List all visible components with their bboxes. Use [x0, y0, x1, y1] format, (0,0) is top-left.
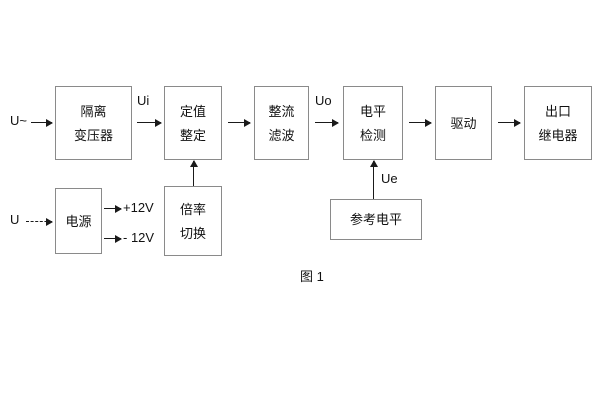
arrow-dc-to-power-supply [26, 218, 53, 226]
block-multiplier-switch: 倍率 切换 [164, 186, 222, 256]
block-drive-line1: 驱动 [450, 115, 477, 131]
block-power-supply: 电源 [55, 188, 102, 254]
block-output-relay-line2: 继电器 [538, 127, 578, 143]
arrow-reference-level-to-level-detect [369, 160, 378, 199]
block-multiplier-switch-line1: 倍率 [179, 201, 206, 217]
block-isolation-transformer-line1: 隔离 [80, 103, 107, 119]
block-isolation-transformer: 隔离 变压器 [55, 86, 132, 160]
signal-label-uo: Uo [315, 93, 332, 108]
arrow-level-detect-to-drive [409, 118, 432, 127]
arrow-setpoint-adjust-to-rectify-filter [228, 118, 251, 127]
arrow-ac-to-isolation-transformer [31, 118, 53, 127]
input-label-ac: U~ [10, 113, 27, 128]
block-setpoint-adjust-line2: 整定 [179, 127, 206, 143]
block-reference-level: 参考电平 [330, 199, 422, 240]
arrow-drive-to-output-relay [498, 118, 521, 127]
arrow-power-supply-positive-rail [104, 204, 122, 213]
block-setpoint-adjust-line1: 定值 [179, 103, 206, 119]
arrow-rectify-filter-to-level-detect [315, 118, 339, 127]
block-output-relay-line1: 出口 [544, 103, 571, 119]
arrow-multiplier-switch-to-setpoint-adjust [189, 160, 198, 186]
signal-label-ue: Ue [381, 171, 398, 186]
block-isolation-transformer-line2: 变压器 [73, 127, 113, 143]
block-setpoint-adjust: 定值 整定 [164, 86, 222, 160]
block-rectify-filter-line1: 整流 [268, 103, 295, 119]
input-label-dc: U [10, 212, 20, 227]
block-power-supply-line1: 电源 [65, 213, 92, 229]
block-level-detect-line2: 检测 [359, 127, 386, 143]
block-rectify-filter-line2: 滤波 [268, 127, 295, 143]
block-level-detect: 电平 检测 [343, 86, 403, 160]
block-level-detect-line1: 电平 [359, 103, 386, 119]
arrow-power-supply-negative-rail [104, 234, 122, 243]
figure-caption: 图 1 [300, 269, 324, 284]
block-rectify-filter: 整流 滤波 [254, 86, 309, 160]
signal-label-ui: Ui [137, 93, 150, 108]
power-rail-label-negative: - 12V [123, 230, 155, 245]
block-multiplier-switch-line2: 切换 [179, 225, 206, 241]
arrow-isolation-transformer-to-setpoint-adjust [137, 118, 162, 127]
block-output-relay: 出口 继电器 [524, 86, 592, 160]
block-drive: 驱动 [435, 86, 492, 160]
power-rail-label-positive: +12V [123, 200, 154, 215]
block-reference-level-line1: 参考电平 [349, 212, 402, 227]
